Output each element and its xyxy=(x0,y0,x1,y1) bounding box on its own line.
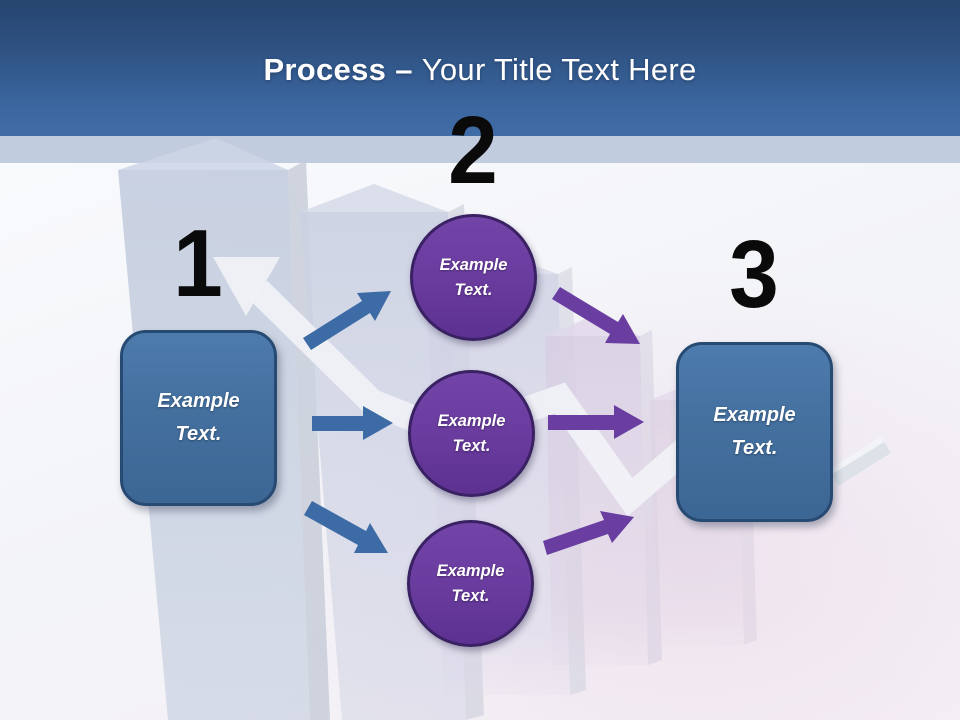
arrow-step1-to-circle2 xyxy=(312,406,393,440)
step-2-circle-2: Example Text. xyxy=(408,370,535,497)
arrow-circle1-to-step3 xyxy=(552,287,640,344)
arrow-circle3-to-step3 xyxy=(543,511,634,555)
step-2-circle-1-label: Example Text. xyxy=(439,255,508,299)
arrow-step1-to-circle1 xyxy=(303,291,391,350)
step-2-circle-3-label: Example Text. xyxy=(436,561,505,605)
step-1-label: Example Text. xyxy=(157,390,240,445)
step-1-box: Example Text. xyxy=(120,330,277,506)
arrow-circle2-to-step3 xyxy=(548,405,644,439)
step-2-circle-3: Example Text. xyxy=(407,520,534,647)
arrow-step1-to-circle3 xyxy=(304,501,388,553)
step-3-box: Example Text. xyxy=(676,342,833,522)
step-2-circle-2-label: Example Text. xyxy=(437,411,506,455)
step-3-label: Example Text. xyxy=(713,404,796,459)
step-2-circle-1: Example Text. xyxy=(410,214,537,341)
